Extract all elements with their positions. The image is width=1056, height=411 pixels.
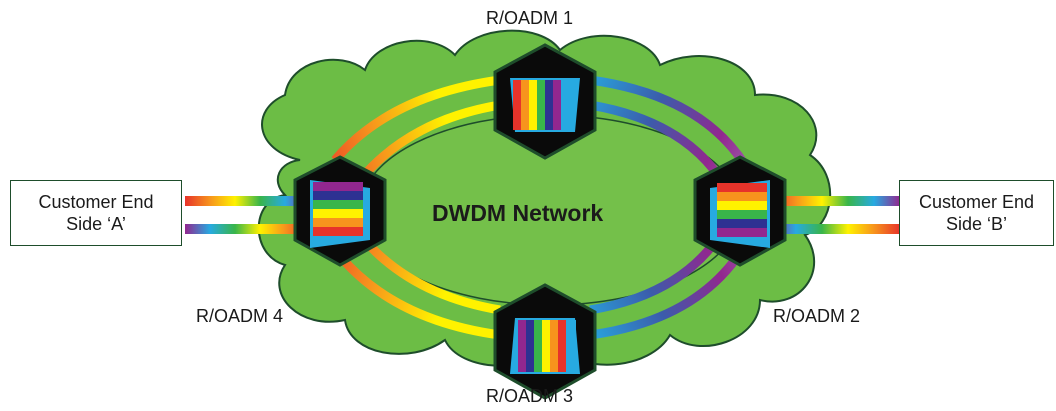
node-roadm-3 <box>493 283 597 400</box>
customer-b-line1: Customer End <box>918 192 1035 212</box>
customer-b-line2: Side ‘B’ <box>945 214 1008 234</box>
customer-end-b: Customer End Side ‘B’ <box>899 180 1054 246</box>
access-fibers <box>185 196 900 234</box>
wavelength-block-icon <box>310 180 370 248</box>
node-roadm-1 <box>493 43 597 160</box>
network-title: DWDM Network <box>432 200 604 226</box>
wavelength-block-icon <box>510 318 580 374</box>
node-label-roadm-1: R/OADM 1 <box>486 8 574 28</box>
wavelength-block-icon <box>510 78 580 132</box>
node-label-roadm-3: R/OADM 3 <box>486 386 574 406</box>
node-label-roadm-2: R/OADM 2 <box>773 306 861 326</box>
node-roadm-4 <box>293 155 387 267</box>
node-roadm-2 <box>693 155 787 267</box>
customer-a-line1: Customer End <box>38 192 154 212</box>
node-label-roadm-4: R/OADM 4 <box>196 306 284 326</box>
wavelength-block-icon <box>710 180 770 248</box>
customer-end-a: Customer End Side ‘A’ <box>10 180 182 246</box>
customer-a-line2: Side ‘A’ <box>66 214 126 234</box>
